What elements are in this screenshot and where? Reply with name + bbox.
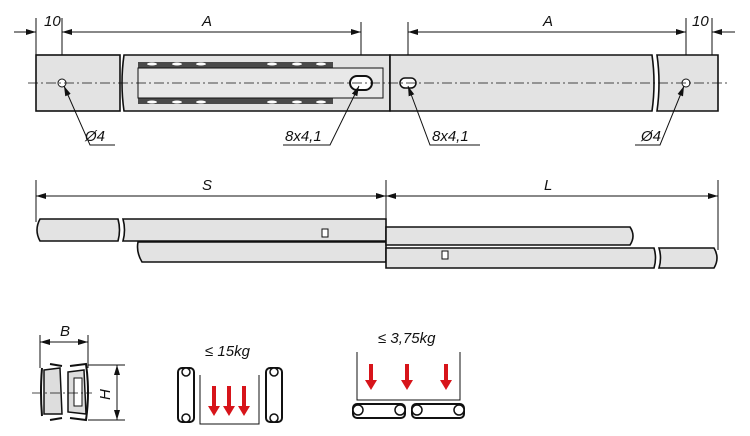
load-label-3-75kg: ≤ 3,75kg — [378, 330, 436, 347]
inner-rail-upper — [385, 226, 634, 246]
dim-A-left: A — [201, 13, 212, 30]
label-slot-left: 8x4,1 — [285, 128, 322, 145]
label-hole-right: Ø4 — [640, 128, 661, 145]
inner-rail — [385, 247, 657, 269]
load-label-15kg: ≤ 15kg — [205, 343, 251, 360]
dim-B: B — [60, 323, 70, 340]
label-hole-left: Ø4 — [84, 128, 105, 145]
dim-H: H — [97, 389, 114, 400]
load-case-horizontal: ≤ 3,75kg — [352, 330, 465, 419]
inner-rail-end — [657, 247, 718, 269]
outer-rail-end — [36, 218, 121, 242]
load-arrows — [365, 364, 452, 390]
top-view: 10 A A 10 Ø4 8x4,1 8x4,1 Ø4 — [14, 13, 735, 146]
extended-view: S L — [35, 177, 719, 269]
label-slot-right: 8x4,1 — [432, 128, 469, 145]
load-case-vertical: ≤ 15kg — [177, 343, 283, 425]
middle-rail — [136, 241, 387, 263]
dim-A-right: A — [542, 13, 553, 30]
dim-L: L — [544, 177, 552, 194]
dim-offset-right: 10 — [692, 13, 709, 30]
load-arrows — [208, 386, 250, 416]
profile-view: B H — [32, 323, 125, 422]
dim-offset-left: 10 — [44, 13, 61, 30]
outer-rail — [121, 218, 387, 242]
dim-S: S — [202, 177, 212, 194]
